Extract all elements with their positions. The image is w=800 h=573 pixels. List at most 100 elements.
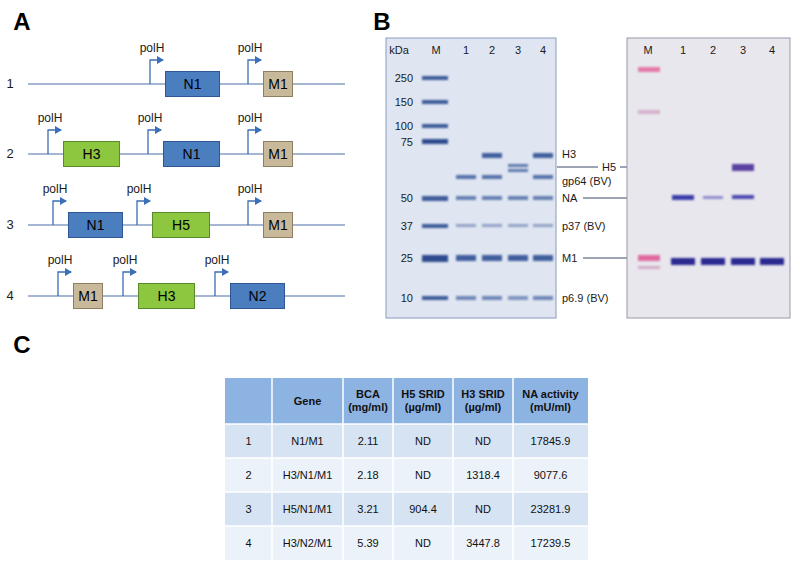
gene-box: N2 <box>230 283 285 309</box>
grid-line <box>342 378 344 560</box>
construct-number: 1 <box>6 77 13 92</box>
leader-lines <box>557 167 627 258</box>
table-cell: 3 <box>228 492 269 526</box>
na-band <box>672 195 694 200</box>
m1-band <box>508 255 528 261</box>
promoter-label: polH <box>38 112 63 126</box>
ladder-band <box>422 76 448 80</box>
h5-band <box>508 164 528 167</box>
grid-line <box>271 378 273 560</box>
table-cell: 1318.4 <box>456 458 510 492</box>
na-band <box>703 196 723 199</box>
table-cell: ND <box>456 424 510 458</box>
marker-size: 10 <box>401 292 413 305</box>
promoter-arrow <box>248 60 261 84</box>
h5-band <box>732 164 754 171</box>
unit-label: kDa <box>389 44 409 57</box>
lane-label: 3 <box>515 44 521 57</box>
lane-label: 2 <box>489 44 495 57</box>
ladder-band <box>422 100 448 104</box>
lane-label: 3 <box>740 44 746 57</box>
p37-band <box>482 224 502 227</box>
promoter-label: polH <box>127 183 152 197</box>
grid-line <box>225 423 588 425</box>
gene-box: M1 <box>263 71 293 97</box>
gp64-band <box>533 175 553 179</box>
panel-letter: C <box>13 331 30 359</box>
ladder-band <box>422 139 448 144</box>
na-band <box>456 196 476 200</box>
promoter-arrows <box>48 60 261 296</box>
marker-size: 37 <box>401 220 413 233</box>
gene-name: N2 <box>249 288 267 304</box>
gene-name: H3 <box>158 288 176 304</box>
grid-line <box>392 378 394 560</box>
gp64-band <box>482 175 502 179</box>
ladder-band <box>422 196 448 201</box>
lane-label: 2 <box>710 44 716 57</box>
band-label: H3 <box>562 148 576 161</box>
promoter-label: polH <box>205 254 230 268</box>
grid-line <box>225 457 588 459</box>
gene-name: M1 <box>268 217 287 233</box>
grid-line <box>512 378 514 560</box>
ladder-bands <box>422 76 448 300</box>
lane-label: M <box>431 44 440 57</box>
gene-name: H3 <box>83 146 101 162</box>
na-band <box>732 195 754 199</box>
gene-name: M1 <box>268 146 287 162</box>
marker-size: 150 <box>395 96 413 109</box>
promoter-label: polH <box>140 42 165 56</box>
p69-band <box>508 296 528 300</box>
table-cell: 1 <box>228 424 269 458</box>
m1-band <box>456 255 476 261</box>
lane-label: 1 <box>463 44 469 57</box>
table-cell: 5.39 <box>346 526 390 560</box>
table-cell: 17239.5 <box>516 526 585 560</box>
ladder-band <box>422 224 448 228</box>
promoter-label: polH <box>43 183 68 197</box>
band-label: gp64 (BV) <box>562 175 612 188</box>
construct-number: 4 <box>6 289 13 304</box>
m1-band <box>533 255 553 261</box>
table-cell: 9077.6 <box>516 458 585 492</box>
p69-band <box>533 296 553 300</box>
ladder-band <box>638 255 660 261</box>
table-cell: 3.21 <box>346 492 390 526</box>
promoter-label: polH <box>113 254 138 268</box>
marker-size: 100 <box>395 120 413 133</box>
table-header-row <box>225 378 588 424</box>
gene-box: N1 <box>165 71 220 97</box>
grid-line <box>452 378 454 560</box>
gene-box: M1 <box>73 283 103 309</box>
lane-label: 4 <box>769 44 775 57</box>
gp64-band <box>456 175 476 179</box>
table-cell: 17845.9 <box>516 424 585 458</box>
table-row <box>225 424 588 458</box>
table-cell: ND <box>396 526 450 560</box>
lane-label: 1 <box>680 44 686 57</box>
table-cell: 23281.9 <box>516 492 585 526</box>
h3-band <box>533 153 553 158</box>
marker-size: 25 <box>401 252 413 265</box>
gene-name: N1 <box>183 146 201 162</box>
table-header: H5 SRID (µg/ml) <box>396 378 450 424</box>
lane-label: 4 <box>540 44 546 57</box>
m1-band <box>731 258 755 265</box>
gene-name: N1 <box>87 217 105 233</box>
gene-name: M1 <box>78 288 97 304</box>
table-cell: 2.18 <box>346 458 390 492</box>
data-table <box>225 378 588 560</box>
band-label: p6.9 (BV) <box>562 292 608 305</box>
western-bands <box>638 67 784 269</box>
promoter-label: polH <box>238 42 263 56</box>
na-band <box>508 196 528 200</box>
gene-box: N1 <box>163 141 220 167</box>
m1-band <box>482 255 502 261</box>
na-band <box>533 196 553 200</box>
ladder-band <box>638 67 660 72</box>
gene-name: H5 <box>172 217 190 233</box>
protein-bands <box>456 153 553 300</box>
